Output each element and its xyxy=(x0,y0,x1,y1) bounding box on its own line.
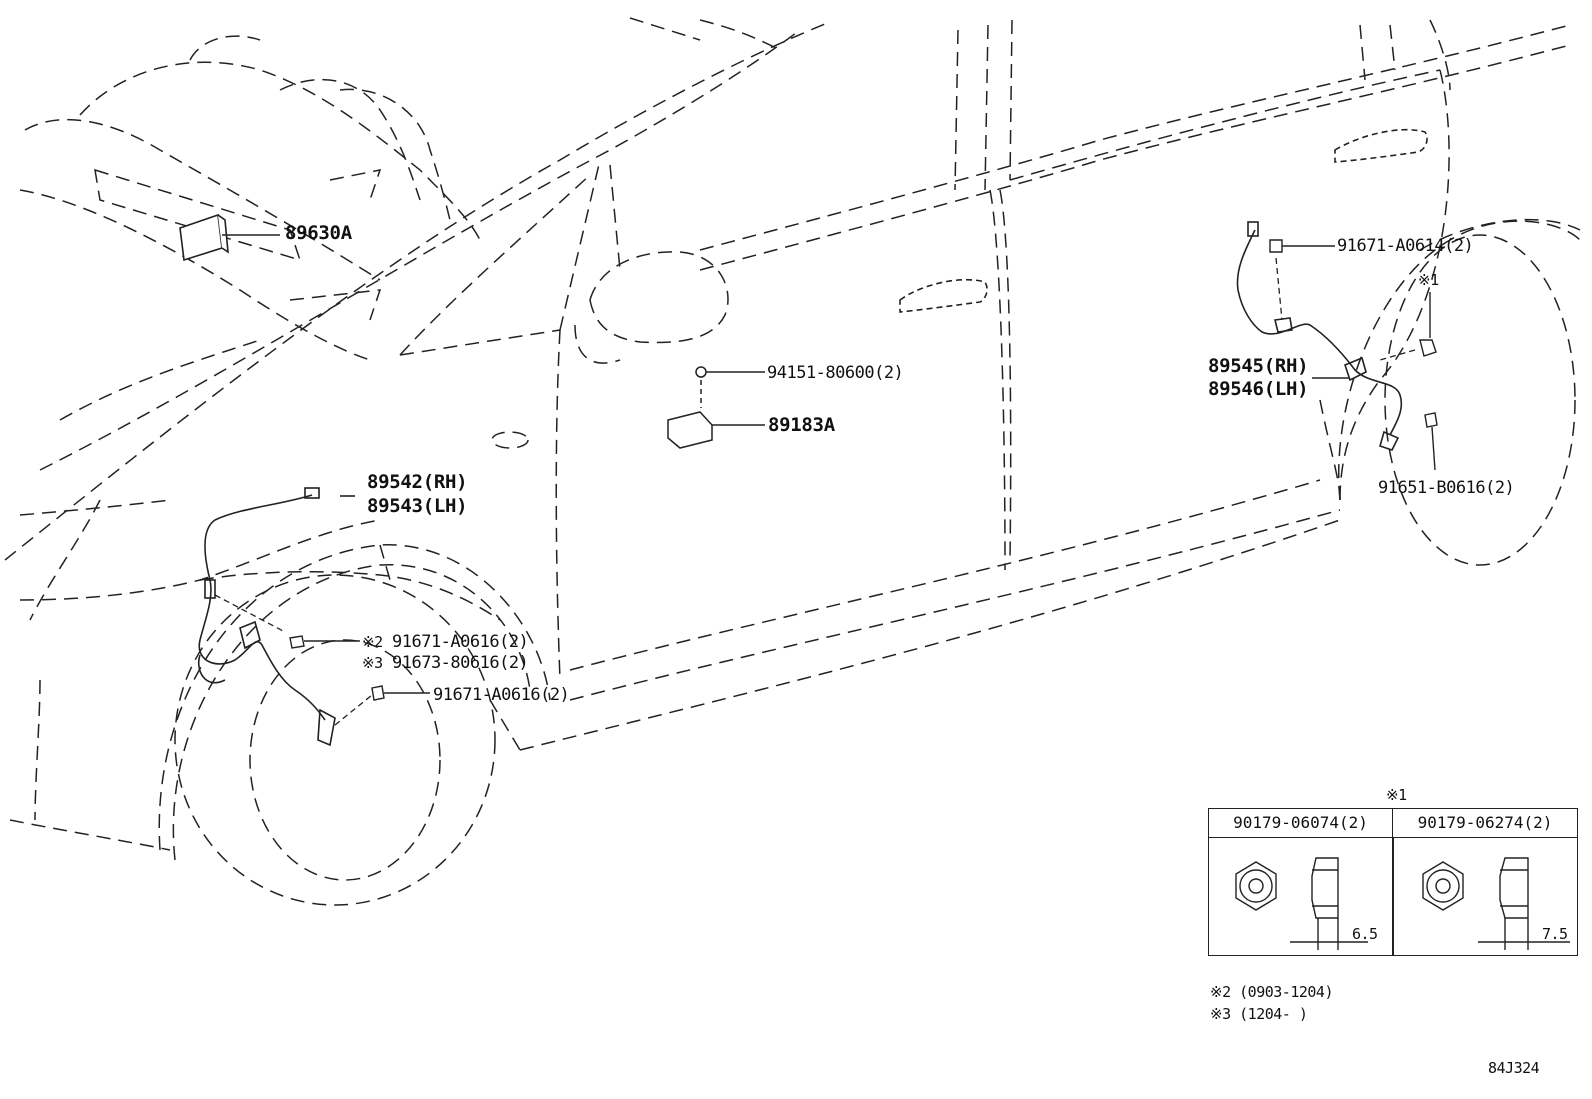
table-header-col2: 90179-06274(2) xyxy=(1393,809,1577,838)
yaw-rate-sensor xyxy=(667,366,765,449)
rear-speed-sensor xyxy=(1236,221,1403,451)
table-dim-col1: 6.5 xyxy=(1352,925,1378,943)
note-3-range: ※3 (1204- ) xyxy=(1210,1005,1308,1023)
note-mark-3: ※3 xyxy=(362,654,383,672)
label-ecu: 89630A xyxy=(285,222,352,244)
note-mark-1: ※1 xyxy=(1418,271,1439,289)
ecu-89630A xyxy=(179,213,280,262)
table-divider xyxy=(1392,837,1394,955)
label-front-sensor-rh: 89542(RH) xyxy=(367,471,468,493)
label-yaw-sensor: 89183A xyxy=(768,414,835,436)
nut-illustrations xyxy=(1235,857,1570,950)
note-2-range: ※2 (0903-1204) xyxy=(1210,983,1333,1001)
front-bolts xyxy=(289,635,430,701)
label-front-bolt-a: 91671-A0616(2) xyxy=(392,632,529,652)
table-dim-col2: 7.5 xyxy=(1542,925,1568,943)
label-front-sensor-lh: 89543(LH) xyxy=(367,495,468,517)
label-nut-sensor: 94151-80600(2) xyxy=(767,363,904,383)
label-front-bolt-c: 91671-A0616(2) xyxy=(433,685,570,705)
label-rear-bolt-bottom: 91651-B0616(2) xyxy=(1378,478,1515,498)
table-caption: ※1 xyxy=(1386,786,1407,804)
note-mark-2: ※2 xyxy=(362,633,383,651)
label-rear-bolt-top: 91671-A0614(2) xyxy=(1337,236,1474,256)
table-header-col1: 90179-06074(2) xyxy=(1209,809,1393,838)
label-rear-sensor-lh: 89546(LH) xyxy=(1208,378,1309,400)
label-front-bolt-b: 91673-80616(2) xyxy=(392,653,529,673)
front-speed-sensor xyxy=(198,487,355,747)
label-rear-sensor-rh: 89545(RH) xyxy=(1208,355,1309,377)
nut-spec-table: 90179-06074(2) 90179-06274(2) xyxy=(1208,808,1578,956)
diagram-code: 84J324 xyxy=(1488,1059,1540,1077)
rear-fasteners xyxy=(1269,239,1438,471)
